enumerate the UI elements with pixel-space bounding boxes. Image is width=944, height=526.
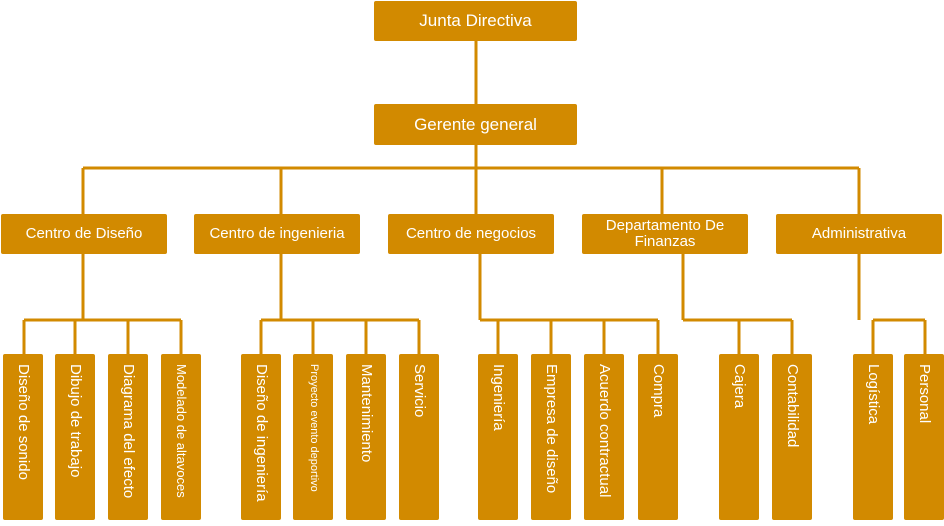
department-label: Centro de Diseño — [25, 225, 143, 243]
leaf-label: Proyecto evento deportivo — [307, 364, 320, 492]
leaf-label: Mantenimiento — [357, 364, 375, 463]
department-node-ingenieria: Centro de ingenieria — [194, 214, 360, 254]
root-node: Junta Directiva — [374, 1, 577, 41]
leaf-node: Modelado de altavoces — [161, 354, 201, 520]
leaf-label: Servicio — [410, 364, 428, 418]
leaf-node: Proyecto evento deportivo — [293, 354, 333, 520]
connector-lines — [22, 40, 927, 354]
department-node-diseno: Centro de Diseño — [1, 214, 167, 254]
leaf-label: Diagrama del efecto — [119, 364, 137, 499]
department-node-finanzas: Departamento De Finanzas — [582, 214, 748, 254]
leaf-node: Compra — [638, 354, 678, 520]
leaf-label: Compra — [649, 364, 667, 418]
leaf-label: Contabilidad — [783, 364, 801, 448]
leaf-label: Personal — [915, 364, 933, 424]
department-label: Administrativa — [811, 225, 907, 243]
leaf-node: Diseño de sonido — [3, 354, 43, 520]
leaf-label: Diseño de sonido — [14, 364, 32, 480]
department-label: Centro de negocios — [405, 225, 537, 243]
department-node-administrativa: Administrativa — [776, 214, 942, 254]
root-label: Junta Directiva — [419, 11, 532, 31]
leaf-node: Diagrama del efecto — [108, 354, 148, 520]
leaf-node: Dibujo de trabajo — [55, 354, 95, 520]
department-label: Centro de ingenieria — [209, 225, 345, 243]
manager-node: Gerente general — [374, 104, 577, 145]
leaf-label: Modelado de altavoces — [173, 364, 189, 498]
leaf-node: Logística — [853, 354, 893, 520]
leaf-label: Ingeniería — [489, 364, 507, 431]
leaf-node: Servicio — [399, 354, 439, 520]
leaf-label: Acuerdo contractual — [595, 364, 613, 498]
leaf-label: Diseño de ingeniería — [252, 364, 270, 502]
department-node-negocios: Centro de negocios — [388, 214, 554, 254]
leaf-node: Empresa de diseño — [531, 354, 571, 520]
leaf-node: Personal — [904, 354, 944, 520]
leaf-label: Empresa de diseño — [542, 364, 560, 494]
leaf-label: Logística — [864, 364, 882, 425]
leaf-node: Contabilidad — [772, 354, 812, 520]
manager-label: Gerente general — [414, 114, 537, 134]
leaf-node: Acuerdo contractual — [584, 354, 624, 520]
leaf-label: Dibujo de trabajo — [66, 364, 84, 478]
leaf-label: Cajera — [730, 364, 748, 409]
leaf-node: Ingeniería — [478, 354, 518, 520]
department-label: Departamento De Finanzas — [605, 217, 725, 250]
leaf-node: Diseño de ingeniería — [241, 354, 281, 520]
leaf-node: Cajera — [719, 354, 759, 520]
leaf-node: Mantenimiento — [346, 354, 386, 520]
